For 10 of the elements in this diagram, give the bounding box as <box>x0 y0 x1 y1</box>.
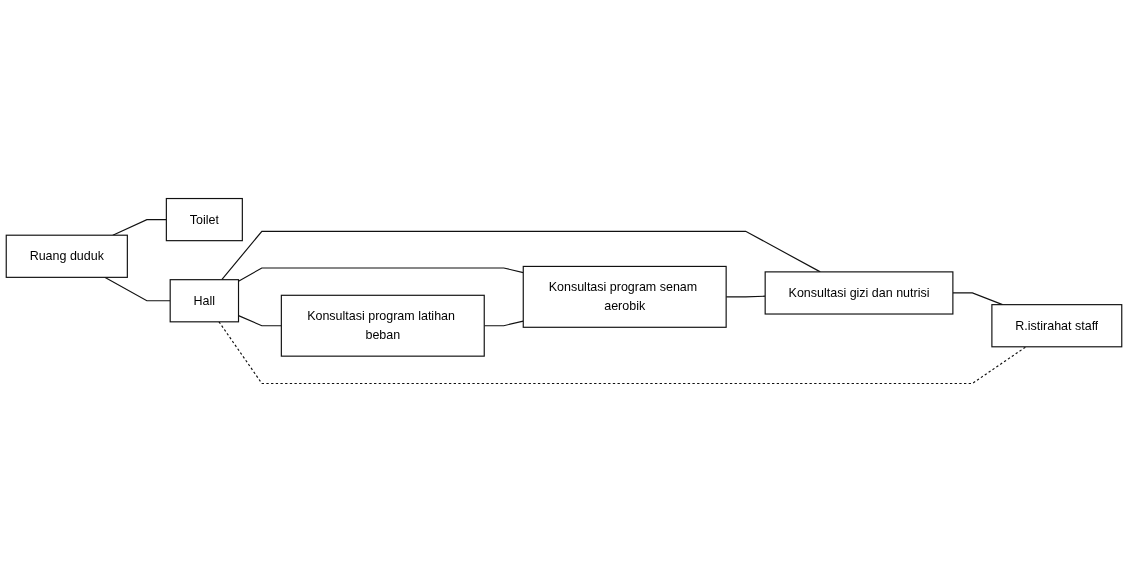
node-box: Konsultasi gizi dan nutrisi <box>764 270 954 315</box>
connector <box>218 320 1027 384</box>
connector <box>104 276 171 301</box>
node-box: Ruang duduk <box>5 234 128 278</box>
node-box: Hall <box>169 278 240 322</box>
node-box: R.istirahat staff <box>991 303 1123 347</box>
node-box: Toilet <box>165 197 243 241</box>
node-box: Konsultasi program senam aerobik <box>522 265 727 328</box>
connector <box>221 230 821 280</box>
node-box: Konsultasi program latihan beban <box>280 294 485 357</box>
